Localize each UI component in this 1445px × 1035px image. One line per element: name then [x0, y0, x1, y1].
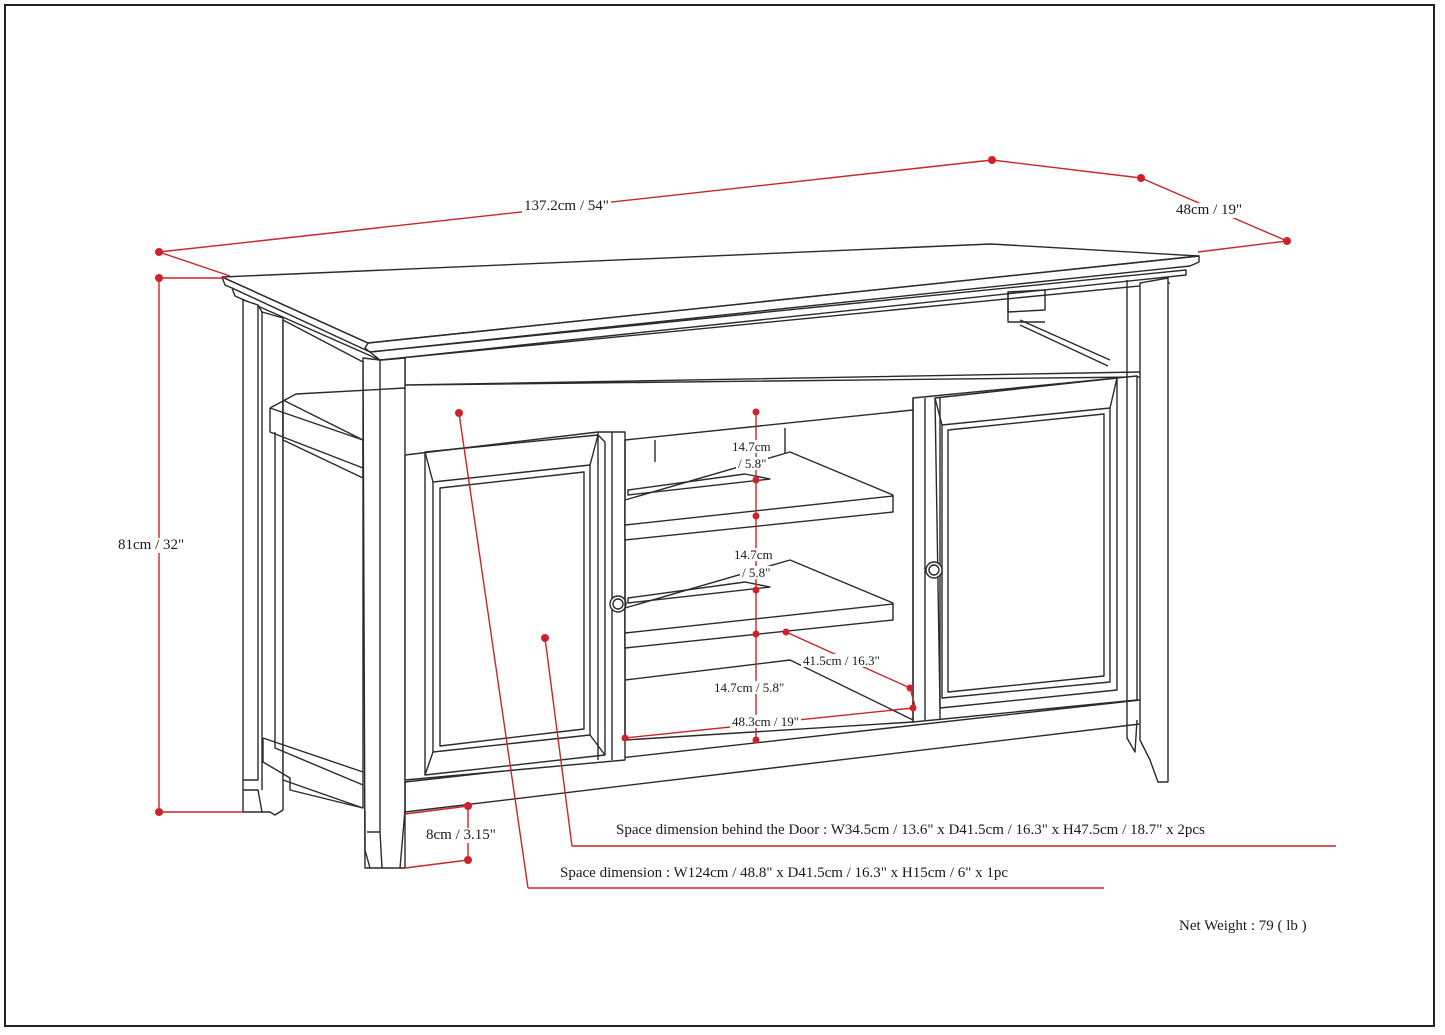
open-space-leader [458, 412, 529, 889]
shelf-gap-mid-cm-label: 14.7cm [732, 547, 775, 562]
right-door [912, 375, 1138, 723]
height-label: 81cm / 32" [116, 537, 187, 553]
left-door [404, 431, 626, 781]
leg-height-label: 8cm / 3.15" [424, 827, 498, 843]
crown-molding-side [221, 276, 381, 361]
shelf-gap-bottom-label: 14.7cm / 5.8" [712, 680, 787, 695]
shelf-gap-top-in-label: / 5.8" [736, 456, 769, 471]
shelf-gap-mid-in-label: / 5.8" [740, 565, 773, 580]
shelf-width-label: 48.3cm / 19" [730, 714, 802, 729]
shelf-depth-label: 41.5cm / 16.3" [801, 653, 882, 668]
leg-height-line [404, 805, 469, 815]
width-label: 137.2cm / 54" [522, 198, 611, 214]
left-front-post [362, 357, 406, 869]
open-space-note: Space dimension : W124cm / 48.8" x D41.5… [558, 865, 1011, 881]
depth-dimension-line [991, 159, 1142, 179]
shelf-gap-top-cm-label: 14.7cm [730, 439, 773, 454]
rear-shelf-opening [1007, 289, 1111, 367]
crown-molding-front [364, 255, 1200, 353]
center-compartment [624, 409, 914, 741]
depth-label: 48cm / 19" [1174, 202, 1245, 218]
right-front-post [1139, 277, 1169, 783]
door-space-note: Space dimension behind the Door : W34.5c… [614, 822, 1207, 838]
left-rear-post [242, 299, 284, 816]
cabinet-outline [221, 243, 1200, 869]
net-weight-note: Net Weight : 79 ( lb ) [1177, 918, 1309, 934]
dimension-dots [155, 156, 1291, 864]
door-space-leader [544, 637, 573, 847]
